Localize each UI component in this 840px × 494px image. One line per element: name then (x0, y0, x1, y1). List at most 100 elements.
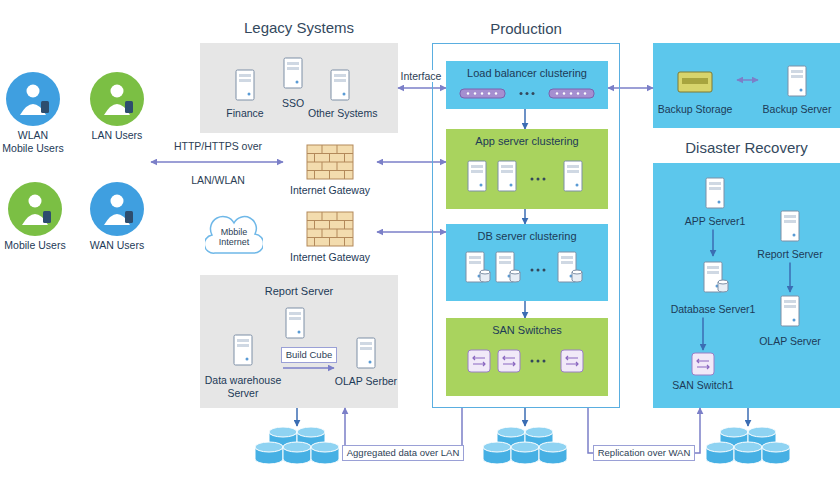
user-icon-part (29, 195, 42, 208)
node-label: OLAP Serber (334, 375, 398, 388)
panel-fill (200, 43, 398, 133)
san-switch-icon-part (498, 350, 520, 372)
icon-art (753, 205, 827, 247)
storage-cylinders (255, 427, 790, 464)
storage-cylinders-part (255, 442, 283, 452)
server-icon-part (284, 58, 302, 88)
icon-art (1, 70, 65, 128)
server-icon (706, 178, 724, 208)
server-node: OLAP Serber (334, 330, 398, 390)
storage-cylinders-part (720, 427, 748, 437)
server-node: APP Server1 (681, 172, 749, 230)
server-icon-part (781, 296, 799, 326)
server-icon-part (289, 312, 301, 315)
icon-art (85, 70, 149, 128)
backup-storage-icon-part (678, 72, 712, 92)
load-balancer-icon-part (488, 92, 490, 94)
icon-art (760, 60, 834, 102)
node-label: Production (403, 20, 649, 38)
server-node: Other Systems (308, 66, 372, 122)
icon-art (668, 256, 758, 302)
storage-cylinders-part (748, 427, 776, 437)
server-icon (286, 308, 304, 338)
user-icon-part (41, 101, 49, 113)
server-icon-part (471, 170, 483, 173)
gateway-node: Internet Gateway (283, 143, 377, 199)
server-icon-part (510, 184, 513, 187)
cloud-outline (205, 216, 263, 253)
load-balancer-icon-part (577, 92, 579, 94)
node-label: Data warehouse Server (203, 374, 283, 399)
connector-arrow (377, 231, 446, 233)
san-switch-icon-part (697, 359, 709, 369)
db-cylinder (572, 270, 582, 282)
ellipsis-dots-part (543, 269, 546, 272)
server-node: Report Server (751, 205, 829, 263)
load-balancer-icon-part (460, 89, 505, 98)
node-label: App server clustering (446, 135, 608, 148)
server-icon-part (331, 70, 349, 100)
server-icon-part (360, 347, 372, 350)
storage-cylinders-part (511, 442, 539, 452)
user-icon-part (111, 85, 124, 98)
server-icon-part (289, 317, 301, 320)
server-icon (788, 66, 806, 96)
server-icon-part (706, 178, 724, 208)
user-icon-part (90, 72, 144, 126)
connector-arrow (151, 161, 283, 163)
server-icon (234, 335, 252, 365)
server-icon-part (567, 165, 579, 168)
user-icon (8, 182, 62, 236)
server-icon-part (471, 165, 483, 168)
server-icon-part (498, 161, 516, 191)
ellipsis-dots-part (537, 178, 540, 181)
server-icon-part (499, 261, 511, 264)
node-label: Report Server (751, 248, 829, 261)
storage-cylinders-part (497, 427, 525, 437)
node-label: Finance (223, 107, 267, 120)
storage-cylinders-part (283, 442, 311, 452)
ellipsis-dots (520, 92, 535, 95)
san-switch-icon (468, 350, 490, 372)
connector-arrow (283, 367, 334, 369)
cluster-box: DB server clustering (446, 224, 608, 301)
server-icon-part (718, 201, 721, 204)
server-icon (781, 211, 799, 241)
storage-cylinders-part (734, 442, 762, 452)
node-label: OLAP Server (753, 335, 827, 348)
connector-arrow (524, 209, 526, 224)
node-label: Backup Server (758, 103, 836, 116)
ellipsis-dots-part (543, 360, 546, 363)
icon-art (683, 172, 747, 214)
ellipsis-dots-part (532, 92, 535, 95)
user-icon-part (6, 72, 60, 126)
server-icon (331, 70, 349, 100)
backup-storage-icon-part (682, 78, 708, 84)
server-node: Finance (223, 66, 267, 122)
user-icon-part (90, 182, 144, 236)
node-label: Internet Gateway (283, 251, 377, 264)
san-switch-icon (692, 353, 714, 375)
connector-arrow (737, 79, 758, 81)
node-label: Backup Storage (653, 103, 737, 116)
san-switch-icon-part (503, 356, 515, 366)
gateway-node: Internet Gateway (283, 210, 377, 266)
user-icon-part (125, 211, 133, 223)
server-icon (357, 338, 375, 368)
edge-label: HTTP/HTTPS over LAN/WLAN (163, 129, 273, 197)
server-icon-part (334, 74, 346, 77)
user-icon (90, 182, 144, 236)
db-cylinder-part (572, 270, 582, 274)
storage-cylinders-part (525, 427, 553, 437)
node-label: Other Systems (308, 107, 372, 120)
server-icon-part (298, 331, 301, 334)
server-icon-part (469, 261, 481, 264)
db-cylinder (510, 270, 520, 282)
icon-art (203, 325, 283, 373)
server-icon-part (784, 215, 796, 218)
server-icon-part (248, 93, 251, 96)
node-label: WLAN Mobile Users (1, 129, 65, 154)
storage-cylinders-part (706, 442, 734, 452)
server-icon-part (561, 261, 573, 264)
server-icon-part (707, 271, 719, 274)
